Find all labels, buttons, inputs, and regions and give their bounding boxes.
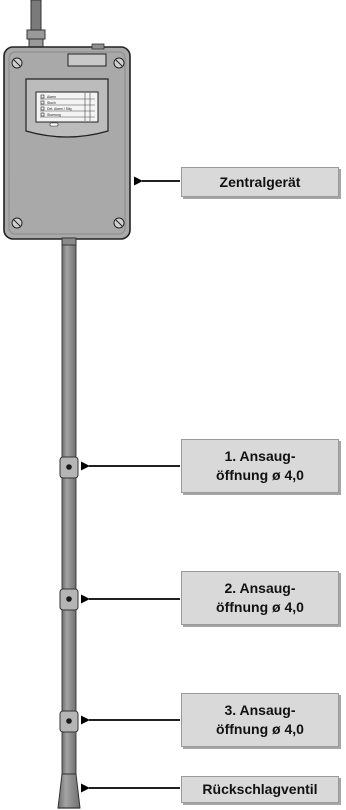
callout-line-2: öffnung ø 4,0 <box>216 467 304 483</box>
screw-icon <box>11 217 23 229</box>
screw-icon <box>11 57 23 69</box>
panel-row-label: Alarm <box>47 95 56 99</box>
panel-row-label: Stoerung <box>47 113 61 117</box>
callout-opening-1: 1. Ansaug- öffnung ø 4,0 <box>181 439 339 493</box>
suction-opening-icon <box>59 588 79 611</box>
callout-label: Zentralgerät <box>219 173 301 190</box>
panel-row-label: Stoch <box>47 101 56 105</box>
suction-pipe <box>57 244 81 809</box>
screw-icon <box>113 57 125 69</box>
central-unit-housing <box>3 43 131 247</box>
suction-opening-icon <box>59 710 79 733</box>
suction-opening-icon <box>59 456 79 479</box>
callout-central-unit: Zentralgerät <box>181 167 339 197</box>
callout-line-1: 1. Ansaug- <box>224 448 296 464</box>
callout-label: Rückschlagventil <box>202 781 318 797</box>
callout-opening-2: 2. Ansaug- öffnung ø 4,0 <box>181 571 339 625</box>
callout-line-1: 2. Ansaug- <box>224 580 296 596</box>
callout-line-1: 3. Ansaug- <box>224 702 296 718</box>
cable <box>26 0 46 50</box>
callout-opening-3: 3. Ansaug- öffnung ø 4,0 <box>181 693 339 747</box>
callout-line-2: öffnung ø 4,0 <box>216 721 304 737</box>
panel-row-label: Det. Alarm / Stig <box>47 107 72 111</box>
screw-icon <box>113 217 125 229</box>
housing-label-plate <box>67 53 107 67</box>
callout-line-2: öffnung ø 4,0 <box>216 599 304 615</box>
callout-check-valve: Rückschlagventil <box>181 776 339 803</box>
